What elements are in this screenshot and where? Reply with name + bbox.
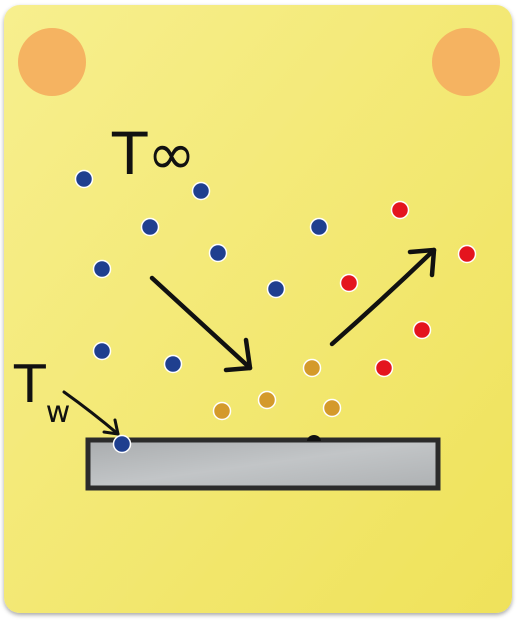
hot-particle (339, 273, 359, 293)
hot-particle (390, 200, 410, 220)
cold-particles (74, 169, 329, 454)
t-wall-label-sub: w (46, 395, 71, 430)
cold-particle (191, 181, 211, 201)
warm-particle (257, 390, 277, 410)
cold-particle (74, 169, 94, 189)
cold-particle (163, 354, 183, 374)
t-wall-label: Tw (13, 355, 70, 430)
hot-particle (457, 244, 477, 264)
cold-particle (92, 259, 112, 279)
arrow-outgoing-icon (329, 247, 437, 347)
warm-particle (212, 401, 232, 421)
arrow-incoming-icon (149, 275, 253, 373)
cold-particle (309, 217, 329, 237)
pin-icon (432, 28, 500, 96)
arrow-wall-icon (62, 390, 120, 436)
cold-particle (112, 434, 132, 454)
t-infinity-label: T∞ (111, 120, 196, 188)
hot-particles (339, 200, 477, 378)
hot-particle (412, 320, 432, 340)
warm-particle (302, 358, 322, 378)
cold-particle (208, 243, 228, 263)
wall-plate (85, 437, 441, 491)
cold-particle (92, 341, 112, 361)
cold-particle (266, 279, 286, 299)
wall-contact-particle (307, 435, 321, 441)
t-wall-label-main: T (13, 355, 46, 415)
note-background (4, 5, 512, 613)
pin-icon (18, 28, 86, 96)
warm-particles (212, 358, 342, 421)
cold-particle (140, 217, 160, 237)
warm-particle (322, 398, 342, 418)
hot-particle (374, 358, 394, 378)
